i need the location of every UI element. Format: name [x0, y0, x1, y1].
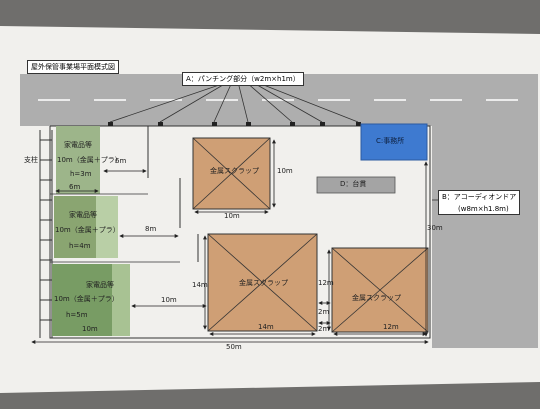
zone1-name: 家電品等 — [64, 141, 92, 149]
scrap1-width-label: 10m — [224, 212, 240, 220]
site-boundary — [49, 125, 431, 339]
accordion-door-callout: B：アコーディオンドア (w8m×h1.8m) — [438, 190, 521, 215]
appliance-zone-1 — [56, 126, 100, 194]
scrap2-width-label: 14m — [258, 323, 274, 331]
zone1-height: h=3m — [70, 170, 92, 178]
right-side-label: 30m — [427, 224, 443, 232]
road-vertical — [432, 118, 538, 348]
zone3-height: h=5m — [66, 311, 88, 319]
accordion-door-line1: B：アコーディオンドア — [442, 193, 517, 201]
zone-separators — [50, 193, 180, 263]
support-column-label: 支柱 — [24, 156, 38, 164]
zone3-material: 10m（金属＋プラ） — [54, 295, 119, 303]
zone2-material: 10m（金属＋プラ） — [55, 226, 120, 234]
zone2-name: 家電品等 — [69, 211, 97, 219]
accordion-door-line2: (w8m×h1.8m) — [458, 205, 509, 213]
zone2-height: h=4m — [69, 242, 91, 250]
punching-callout: A：パンチング部分（w2m×h1m） — [182, 72, 304, 86]
scrap1-label: 金属スクラップ — [210, 167, 259, 175]
scrap3-height-label: 12m — [318, 279, 334, 287]
scrap-box-1 — [192, 137, 271, 210]
truck-scale — [316, 176, 396, 194]
scrap-box-3 — [331, 247, 429, 333]
office-building — [360, 123, 428, 161]
between-scraps-label: 2m — [318, 308, 330, 316]
between-scraps-bottom-label: 2m — [318, 325, 330, 333]
gap-2-label: 8m — [145, 225, 157, 233]
scale-label: D：台貫 — [340, 180, 367, 188]
zone1-width: 6m — [69, 183, 81, 191]
office-label: C:事務所 — [376, 137, 405, 145]
appliance-zone-2-light — [96, 196, 118, 258]
ladder-fence — [39, 130, 53, 338]
total-width-label: 50m — [226, 343, 242, 351]
scrap2-label: 金属スクラップ — [239, 279, 288, 287]
scrap3-width-label: 12m — [383, 323, 399, 331]
punching-callout-lines — [109, 81, 359, 123]
punching-points — [108, 122, 361, 126]
scrap1-height-label: 10m — [277, 167, 293, 175]
gap-1-label: 6m — [115, 157, 127, 165]
zone1-material: 10m（金属＋プラ） — [57, 156, 122, 164]
appliance-zone-3-light — [112, 264, 130, 336]
gap-3-label: 10m — [161, 296, 177, 304]
dimension-lines — [31, 139, 429, 344]
diagram-title: 屋外保管事業場平面模式図 — [27, 60, 119, 74]
scrap3-label: 金属スクラップ — [352, 294, 401, 302]
zone3-name: 家電品等 — [86, 281, 114, 289]
zone3-width: 10m — [82, 325, 98, 333]
scrap2-height-label: 14m — [192, 281, 208, 289]
scrap-box-2 — [207, 233, 318, 332]
